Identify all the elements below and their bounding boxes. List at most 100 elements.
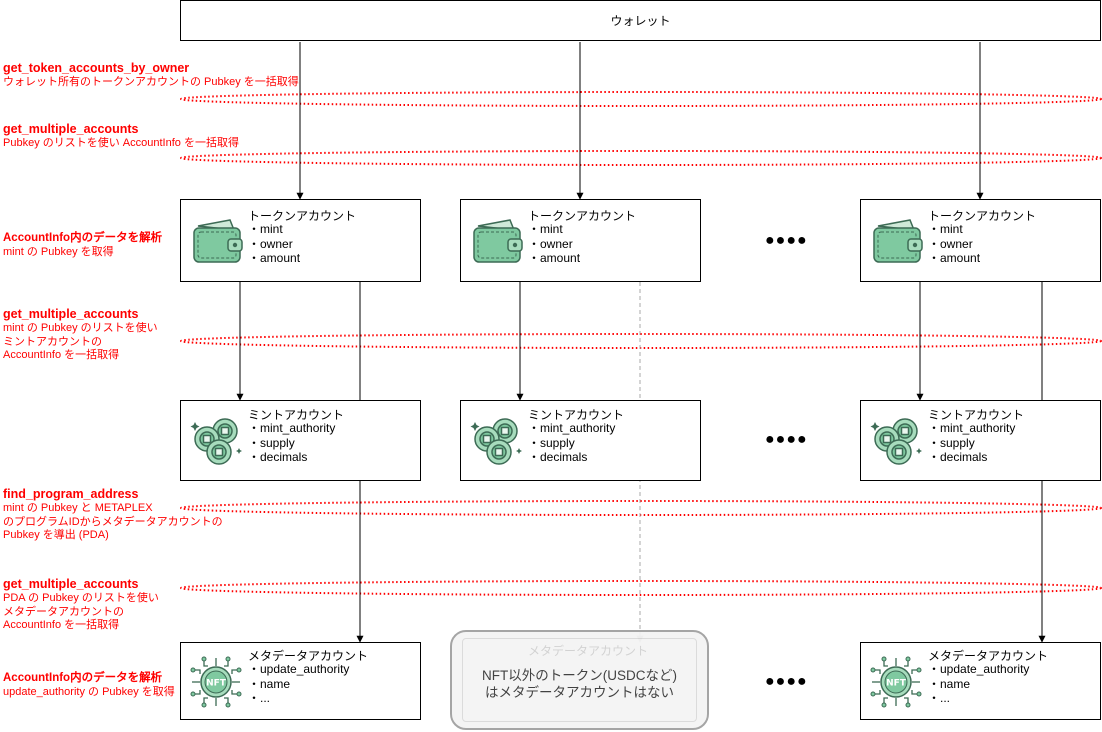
non-nft-note-text: NFT以外のトークン(USDCなど) はメタデータアカウントはない	[452, 668, 707, 701]
token-account-node-1: トークンアカウント ・mint ・owner ・amount	[180, 199, 421, 282]
wallet-node: ウォレット	[180, 0, 1101, 41]
metadata-account-title: メタデータアカウント	[248, 649, 369, 663]
token-account-node-3: トークンアカウント ・mint ・owner ・amount	[860, 199, 1101, 282]
field-supply: ・supply	[928, 435, 975, 450]
token-account-fields: ・mint ・owner ・amount	[928, 222, 980, 266]
field-owner: ・owner	[248, 236, 293, 251]
mint-account-title: ミントアカウント	[928, 408, 1025, 422]
step-desc: ウォレット所有のトークンアカウントの Pubkey を一括取得	[3, 76, 299, 88]
field-supply: ・supply	[248, 435, 295, 450]
ellipsis-metadata-row: ●●●●	[765, 673, 808, 690]
step-desc: PDA の Pubkey のリストを使い	[3, 592, 159, 604]
field-mint: ・mint	[928, 222, 963, 236]
token-account-title: トークンアカウント	[248, 209, 357, 223]
step-desc: mint の Pubkey と METAPLEX	[3, 502, 153, 514]
field-etc: ・...	[248, 691, 271, 705]
wallet-icon	[870, 216, 926, 271]
field-update-authority: ・update_authority	[248, 662, 350, 676]
step-1: get_token_accounts_by_owner ウォレット所有のトークン…	[3, 61, 299, 90]
step-ellipse-2	[180, 150, 1102, 166]
nft-icon: NFT	[190, 656, 242, 713]
step-desc: mint の Pubkey を取得	[3, 246, 114, 258]
mint-account-fields: ・mint_authority ・supply ・decimals	[528, 421, 615, 465]
step-desc: mint の Pubkey のリストを使い	[3, 322, 158, 334]
step-title: get_token_accounts_by_owner	[3, 61, 190, 75]
field-update-authority: ・update_authority	[928, 662, 1030, 676]
field-owner: ・owner	[528, 236, 573, 251]
field-name: ・name	[928, 676, 971, 691]
field-mint: ・mint	[528, 222, 563, 236]
step-3: AccountInfo内のデータを解析 mint の Pubkey を取得	[3, 231, 162, 260]
note-line: はメタデータアカウントはない	[485, 684, 674, 700]
field-mint-authority: ・mint_authority	[248, 421, 336, 435]
field-amount: ・amount	[528, 251, 581, 265]
ghost-metadata-account	[462, 638, 697, 722]
step-title: find_program_address	[3, 487, 139, 501]
step-5: find_program_address mint の Pubkey と MET…	[3, 487, 223, 543]
step-ellipse-5	[180, 500, 1102, 516]
ghost-metadata-title: メタデータアカウント	[528, 644, 649, 658]
ellipsis-token-row: ●●●●	[765, 232, 808, 249]
field-amount: ・amount	[248, 251, 301, 265]
nft-icon: NFT	[870, 656, 922, 713]
note-line: NFT以外のトークン(USDCなど)	[482, 668, 677, 683]
step-desc: のプログラムIDからメタデータアカウントの	[3, 515, 223, 528]
mint-account-fields: ・mint_authority ・supply ・decimals	[248, 421, 335, 465]
metadata-account-node-3: NFT メタデータアカウント ・update_authority ・name ・…	[860, 642, 1101, 720]
wallet-icon	[190, 216, 246, 271]
step-desc: Pubkey のリストを使い AccountInfo を一括取得	[3, 137, 239, 149]
step-4: get_multiple_accounts mint の Pubkey のリスト…	[3, 307, 158, 363]
step-title: AccountInfo内のデータを解析	[3, 232, 163, 244]
step-7: AccountInfo内のデータを解析 update_authority の P…	[3, 671, 175, 700]
field-mint: ・mint	[248, 222, 283, 236]
step-desc: update_authority の Pubkey を取得	[3, 686, 175, 698]
step-6: get_multiple_accounts PDA の Pubkey のリストを…	[3, 577, 159, 633]
field-amount: ・amount	[928, 251, 981, 265]
field-decimals: ・decimals	[528, 450, 588, 464]
coins-icon	[869, 414, 925, 473]
step-2: get_multiple_accounts Pubkey のリストを使い Acc…	[3, 122, 239, 151]
step-ellipse-1	[180, 91, 1102, 107]
metadata-account-fields: ・update_authority ・name ・...	[248, 662, 349, 706]
mint-account-node-2: ミントアカウント ・mint_authority ・supply ・decima…	[460, 400, 701, 481]
wallet-label: ウォレット	[610, 14, 671, 28]
step-title: AccountInfo内のデータを解析	[3, 672, 163, 684]
metadata-account-fields: ・update_authority ・name ・...	[928, 662, 1029, 706]
svg-text:NFT: NFT	[206, 679, 227, 689]
step-ellipse-4	[180, 333, 1102, 349]
mint-account-title: ミントアカウント	[528, 408, 625, 422]
step-title: get_multiple_accounts	[3, 122, 139, 136]
step-desc: AccountInfo を一括取得	[3, 619, 120, 631]
coins-icon	[189, 414, 245, 473]
step-title: get_multiple_accounts	[3, 577, 139, 591]
field-decimals: ・decimals	[928, 450, 988, 464]
field-etc: ・...	[928, 691, 951, 705]
token-account-title: トークンアカウント	[528, 209, 637, 223]
wallet-icon	[470, 216, 526, 271]
field-decimals: ・decimals	[248, 450, 308, 464]
field-supply: ・supply	[528, 435, 575, 450]
metadata-account-title: メタデータアカウント	[928, 649, 1049, 663]
step-desc: メタデータアカウントの	[3, 605, 124, 618]
field-mint-authority: ・mint_authority	[528, 421, 616, 435]
field-name: ・name	[248, 676, 291, 691]
token-account-fields: ・mint ・owner ・amount	[248, 222, 300, 266]
svg-text:NFT: NFT	[886, 679, 907, 689]
metadata-account-node-1: NFT メタデータアカウント ・update_authority ・name ・…	[180, 642, 421, 720]
step-title: get_multiple_accounts	[3, 307, 139, 321]
mint-account-fields: ・mint_authority ・supply ・decimals	[928, 421, 1015, 465]
ellipsis-mint-row: ●●●●	[765, 431, 808, 448]
dotted-ellipses	[180, 91, 1102, 596]
token-account-fields: ・mint ・owner ・amount	[528, 222, 580, 266]
field-owner: ・owner	[928, 236, 973, 251]
field-mint-authority: ・mint_authority	[928, 421, 1016, 435]
step-desc: AccountInfo を一括取得	[3, 349, 120, 361]
step-desc: ミントアカウントの	[3, 335, 102, 348]
step-desc: Pubkey を導出 (PDA)	[3, 529, 109, 541]
token-account-node-2: トークンアカウント ・mint ・owner ・amount	[460, 199, 701, 282]
mint-account-node-3: ミントアカウント ・mint_authority ・supply ・decima…	[860, 400, 1101, 481]
mint-account-node-1: ミントアカウント ・mint_authority ・supply ・decima…	[180, 400, 421, 481]
token-account-title: トークンアカウント	[928, 209, 1037, 223]
non-nft-note: メタデータアカウント NFT以外のトークン(USDCなど) はメタデータアカウン…	[450, 630, 709, 730]
